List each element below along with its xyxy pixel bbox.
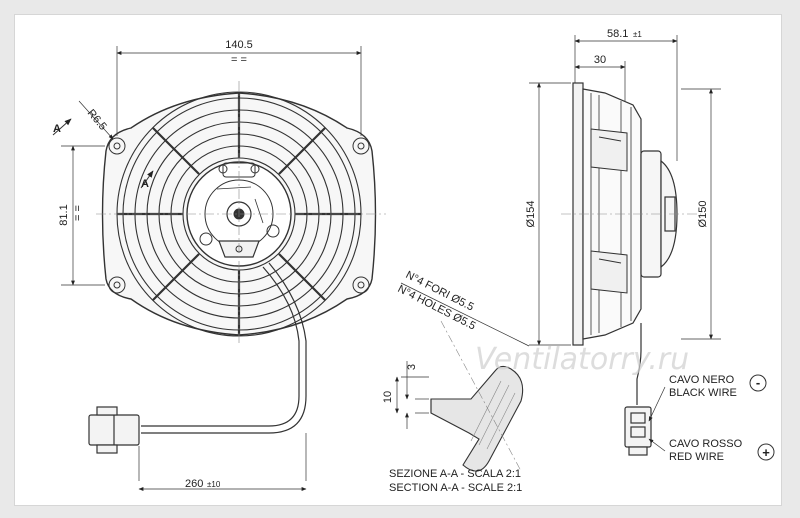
red-wire-label-it: CAVO ROSSO xyxy=(669,438,743,450)
dim-81-1: 81.1 xyxy=(58,204,70,225)
side-view xyxy=(561,82,701,456)
dim-r6-5: R6.5 xyxy=(85,107,109,133)
dim-30: 30 xyxy=(594,54,606,66)
dim-140-5-symmetry: = = xyxy=(231,54,247,66)
dim-81-1-symmetry: = = xyxy=(72,205,84,221)
red-wire-label-en: RED WIRE xyxy=(669,451,724,463)
dim-58-1-value: 58.1 xyxy=(607,28,628,40)
minus-sign: - xyxy=(756,375,760,390)
front-connector xyxy=(88,406,140,454)
section-title-it: SEZIONE A-A - SCALA 2:1 xyxy=(389,468,521,480)
front-dimensions xyxy=(52,46,362,491)
dim-260-value: 260 xyxy=(185,478,203,490)
plus-sign: + xyxy=(762,445,770,460)
section-mark-a-top: A xyxy=(53,123,61,135)
section-profile xyxy=(430,365,524,472)
section-a-a xyxy=(395,320,524,472)
motor-cable xyxy=(141,262,307,434)
black-wire-label-it: CAVO NERO xyxy=(669,374,735,386)
holes-leader xyxy=(400,282,530,347)
technical-drawing: 140.5 = = R6.5 81.1 = = A A 260 ±10 N°4 … xyxy=(52,28,775,494)
dim-150: Ø150 xyxy=(697,201,709,228)
watermark: Ventilatorry.ru xyxy=(475,342,689,377)
section-title-en: SECTION A-A - SCALE 2:1 xyxy=(389,482,522,494)
mounting-holes xyxy=(108,137,370,294)
dim-154: Ø154 xyxy=(525,201,537,228)
black-wire-label-en: BLACK WIRE xyxy=(669,387,737,399)
centerlines xyxy=(96,81,386,346)
minus-icon: - xyxy=(749,374,767,392)
dim-140-5: 140.5 xyxy=(225,39,253,51)
side-blades xyxy=(590,128,628,294)
plus-icon: + xyxy=(757,443,775,461)
dim-sec-3: 3 xyxy=(406,364,418,370)
side-connector xyxy=(624,406,652,456)
side-dimensions xyxy=(529,35,721,452)
dim-260-tol: ±10 xyxy=(207,480,221,489)
dim-260: 260 ±10 xyxy=(185,478,221,490)
dim-58-1-tol: ±1 xyxy=(633,30,642,39)
front-view xyxy=(88,81,386,454)
dim-58-1: 58.1 ±1 xyxy=(607,28,642,40)
drawing-sheet: 140.5 = = R6.5 81.1 = = A A 260 ±10 N°4 … xyxy=(14,14,782,506)
side-cable xyxy=(636,323,642,405)
section-mark-a-mid: A xyxy=(141,178,149,190)
dim-sec-10: 10 xyxy=(382,391,394,403)
